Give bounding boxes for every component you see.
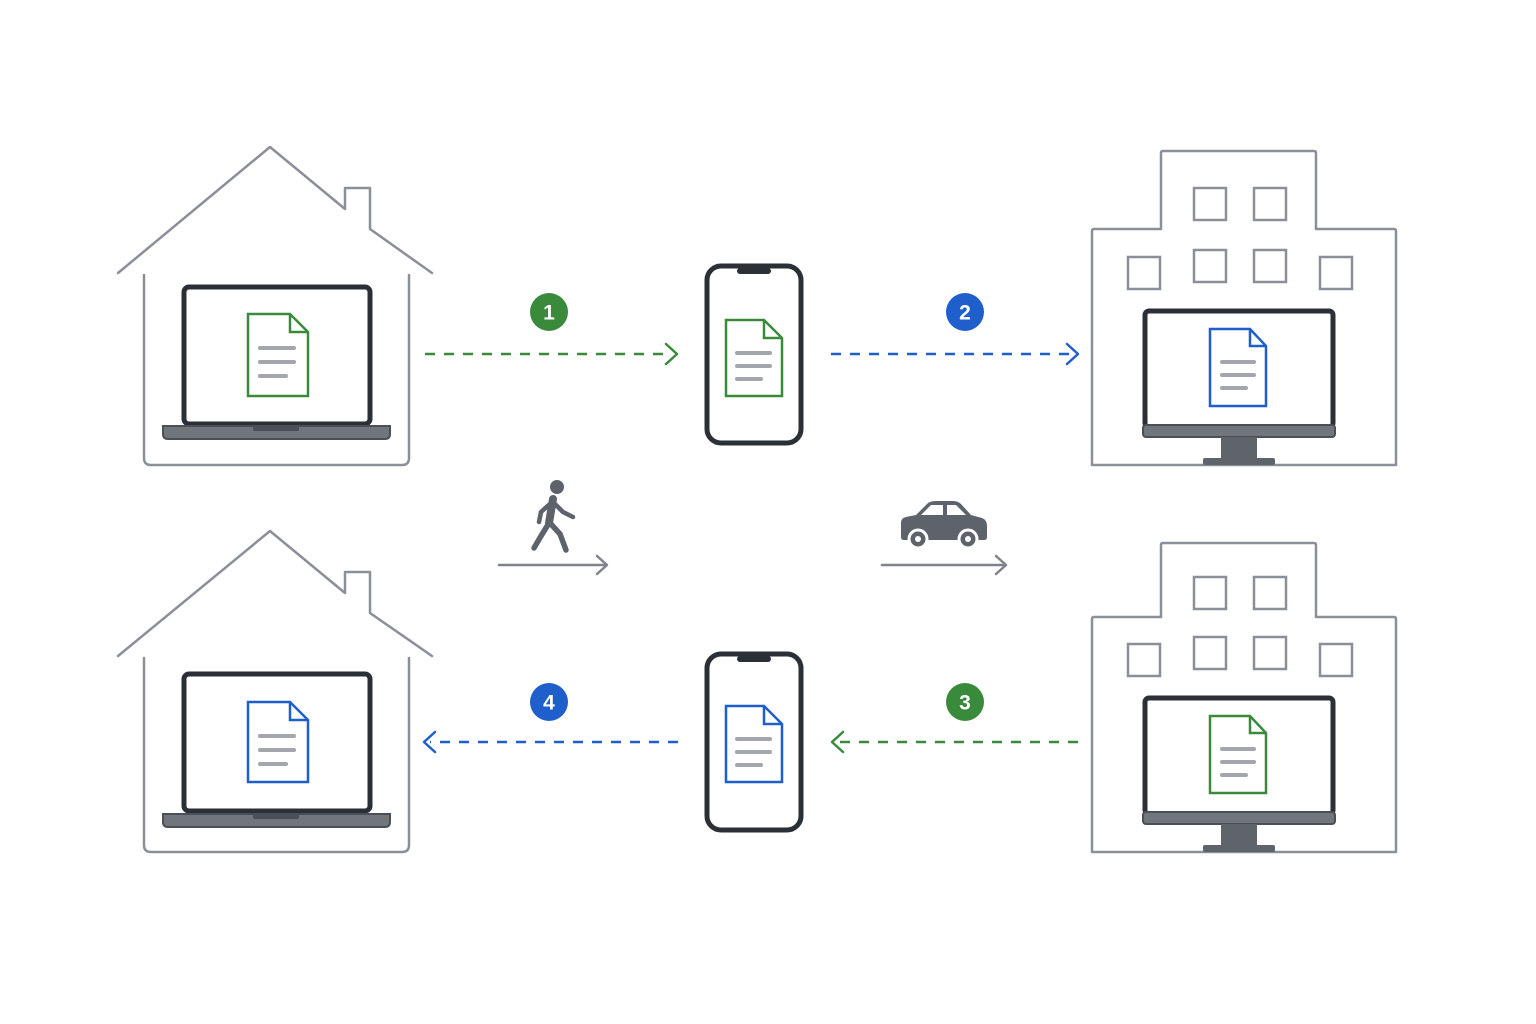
desktop-monitor-icon (1142, 308, 1336, 465)
commute-walk (497, 480, 609, 576)
laptop-icon (162, 671, 391, 828)
step-badge-4: 4 (530, 683, 568, 721)
office-top (1090, 149, 1398, 467)
document-icon (246, 700, 310, 784)
document-icon (724, 704, 784, 784)
document-icon (246, 312, 310, 398)
walking-person-icon (531, 480, 576, 553)
office-bottom (1090, 541, 1398, 854)
home-top (116, 145, 434, 467)
document-icon (1208, 714, 1268, 795)
desktop-monitor-icon (1142, 695, 1336, 852)
phone-bottom (704, 651, 804, 833)
step-badge-2: 2 (946, 293, 984, 331)
step-badge-3: 3 (946, 683, 984, 721)
svg-text:3: 3 (959, 692, 971, 715)
svg-text:1: 1 (543, 302, 555, 325)
car-icon (901, 501, 987, 550)
laptop-icon (162, 284, 391, 440)
flow-arrow-4 (422, 730, 678, 754)
home-bottom (116, 529, 434, 854)
phone-top (704, 263, 804, 446)
flow-arrow-2 (831, 342, 1080, 366)
flow-arrow-3 (830, 730, 1078, 754)
flow-arrow-1 (425, 342, 679, 366)
smartphone-icon (704, 651, 804, 833)
document-icon (724, 318, 784, 398)
smartphone-icon (704, 263, 804, 446)
svg-text:4: 4 (543, 692, 555, 715)
svg-text:2: 2 (959, 302, 971, 325)
arrow-right-icon (497, 554, 609, 576)
step-badge-1: 1 (530, 293, 568, 331)
arrow-right-icon (880, 554, 1008, 576)
document-icon (1208, 327, 1268, 408)
commute-car (880, 501, 1008, 576)
